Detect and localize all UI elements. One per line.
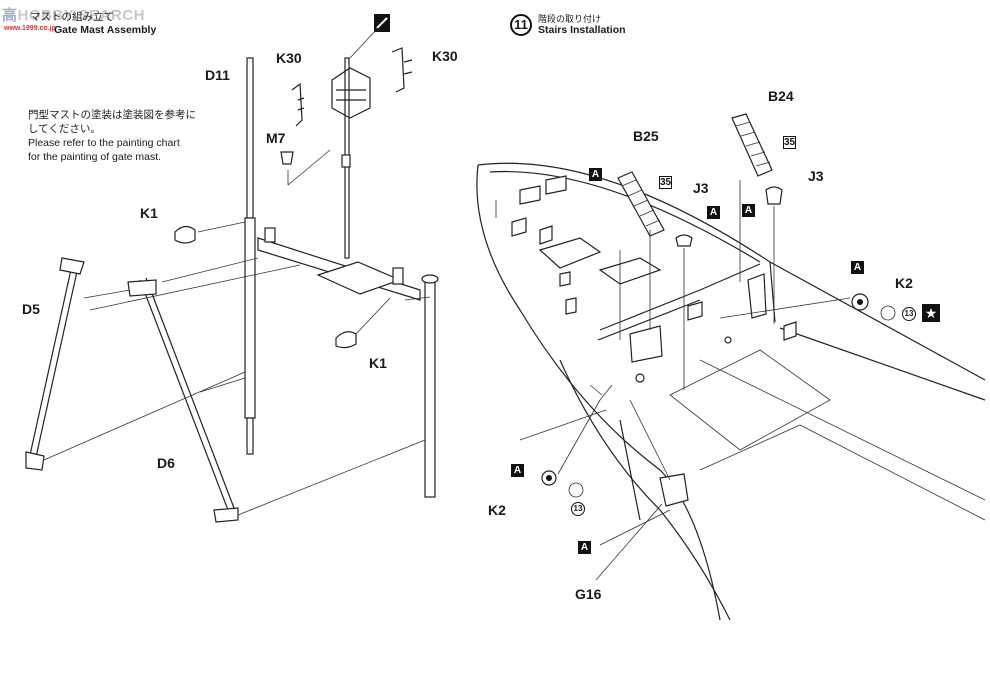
k30-parts — [291, 47, 413, 127]
step-number-badge: 11 — [510, 14, 532, 36]
label-d5: D5 — [22, 301, 40, 317]
paint-a-marker: A — [851, 261, 864, 274]
hobby-search-url: www.1999.co.jp — [4, 25, 56, 32]
label-b24: B24 — [768, 88, 794, 104]
paint-a-marker: A — [589, 168, 602, 181]
d5-strut — [25, 257, 85, 471]
paint-note-jp-1: 門型マストの塗装は塗装図を参考に — [28, 109, 196, 121]
paint-note-en-1: Please refer to the painting chart — [28, 137, 180, 149]
label-b25: B25 — [633, 128, 659, 144]
label-k30-left: K30 — [276, 50, 302, 66]
d11-pole — [244, 57, 256, 455]
stairs-title-jp: 階段の取り付け — [538, 14, 602, 24]
paint-a-marker: A — [742, 204, 755, 217]
b24-stairs — [731, 113, 773, 177]
paint-a-marker: A — [511, 464, 524, 477]
hobby-search-logo: 高HOBBY SEARCH — [2, 7, 145, 24]
star-icon: ★ — [922, 304, 940, 322]
label-j3-right: J3 — [808, 168, 824, 184]
label-d11: D11 — [205, 67, 230, 83]
label-m7: M7 — [266, 130, 286, 146]
color-35-marker: 35 — [783, 136, 796, 149]
step-title-jp: マストの組み立て — [30, 11, 114, 23]
label-k2-right: K2 — [895, 275, 913, 291]
paint-note-en-2: for the painting of gate mast. — [28, 151, 162, 163]
center-mast — [341, 57, 351, 259]
label-d6: D6 — [157, 455, 175, 471]
mast-crossbar — [257, 227, 421, 301]
label-k30-right: K30 — [432, 48, 458, 64]
hull — [476, 162, 986, 621]
paint-a-marker: A — [578, 541, 591, 554]
right-pole — [421, 274, 439, 498]
label-k2-left: K2 — [488, 502, 506, 518]
b25-stairs — [617, 171, 665, 237]
step-title-en: Gate Mast Assembly — [54, 24, 157, 36]
color-13-marker: 13 — [571, 502, 585, 516]
label-g16: G16 — [575, 586, 602, 602]
stairs-title-en: Stairs Installation — [538, 24, 626, 36]
paint-note-jp-2: してください。 — [28, 123, 101, 135]
label-j3-left: J3 — [693, 180, 709, 196]
d6-strut — [127, 277, 239, 523]
paint-a-marker: A — [707, 206, 720, 219]
color-35-marker: 35 — [659, 176, 672, 189]
label-k1-top: K1 — [140, 205, 158, 221]
label-k1-bottom: K1 — [369, 355, 387, 371]
color-13-marker: 13 — [902, 307, 916, 321]
